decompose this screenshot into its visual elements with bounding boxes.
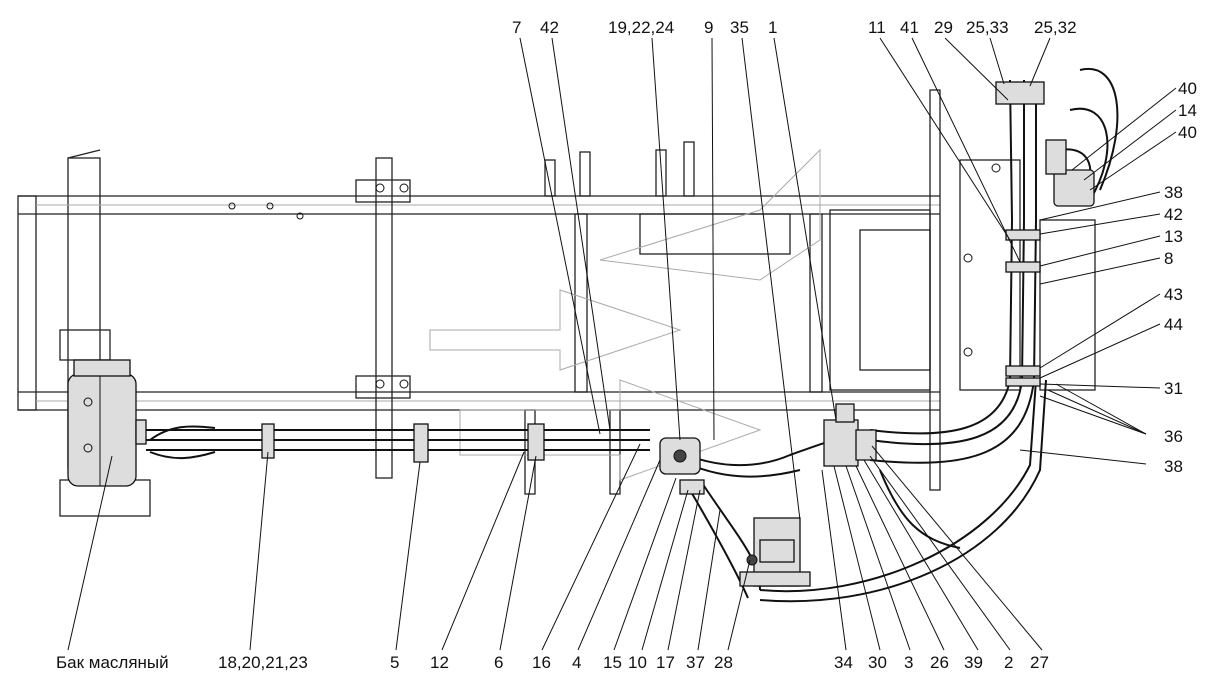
labels-top: 7 42 19,22,24 9 35 1 11 41 29 25,33 25,3… [512, 18, 1077, 37]
label-top-25-32: 25,32 [1034, 18, 1077, 37]
label-oil-tank: Бак масляный [56, 653, 169, 672]
label-top-11: 11 [868, 18, 886, 37]
label-right-40b: 40 [1178, 123, 1197, 142]
label-bottom-27: 27 [1030, 653, 1049, 672]
label-top-41: 41 [900, 18, 919, 37]
label-bottom-4: 4 [572, 653, 581, 672]
label-top-19-22-24: 19,22,24 [608, 18, 674, 37]
hoses [146, 67, 1119, 603]
label-bottom-18-20-21-23: 18,20,21,23 [218, 653, 308, 672]
label-bottom-26: 26 [930, 653, 949, 672]
label-bottom-34: 34 [834, 653, 853, 672]
label-bottom-10: 10 [628, 653, 647, 672]
label-bottom-12: 12 [430, 653, 449, 672]
label-right-40a: 40 [1178, 79, 1197, 98]
label-bottom-37: 37 [686, 653, 705, 672]
label-bottom-30: 30 [868, 653, 887, 672]
oil-tank [67, 359, 147, 487]
label-right-13: 13 [1164, 227, 1183, 246]
label-top-29: 29 [934, 18, 953, 37]
label-right-31: 31 [1164, 379, 1183, 398]
label-top-25-33: 25,33 [966, 18, 1009, 37]
labels-right: 40 14 40 38 42 13 8 43 44 31 36 38 [1164, 79, 1197, 476]
label-right-42: 42 [1164, 205, 1183, 224]
label-bottom-17: 17 [656, 653, 675, 672]
chassis-frame [17, 89, 1096, 517]
label-right-36: 36 [1164, 427, 1183, 446]
components [261, 81, 1095, 587]
label-right-8: 8 [1164, 249, 1173, 268]
label-bottom-28: 28 [714, 653, 733, 672]
label-top-7: 7 [512, 18, 521, 37]
label-top-9: 9 [704, 18, 713, 37]
label-top-1: 1 [768, 18, 777, 37]
label-bottom-2: 2 [1004, 653, 1013, 672]
labels-bottom: Бак масляный 18,20,21,23 5 12 6 16 4 15 … [56, 653, 1049, 672]
leader-lines [67, 37, 1177, 651]
label-right-38b: 38 [1164, 457, 1183, 476]
label-right-38a: 38 [1164, 183, 1183, 202]
label-bottom-6: 6 [494, 653, 503, 672]
label-right-43: 43 [1164, 285, 1183, 304]
label-bottom-3: 3 [904, 653, 913, 672]
label-bottom-16: 16 [532, 653, 551, 672]
label-top-35: 35 [730, 18, 749, 37]
label-bottom-15: 15 [603, 653, 622, 672]
label-bottom-39: 39 [964, 653, 983, 672]
label-bottom-5: 5 [390, 653, 399, 672]
label-right-14: 14 [1178, 101, 1197, 120]
label-top-42: 42 [540, 18, 559, 37]
label-right-44: 44 [1164, 315, 1183, 334]
